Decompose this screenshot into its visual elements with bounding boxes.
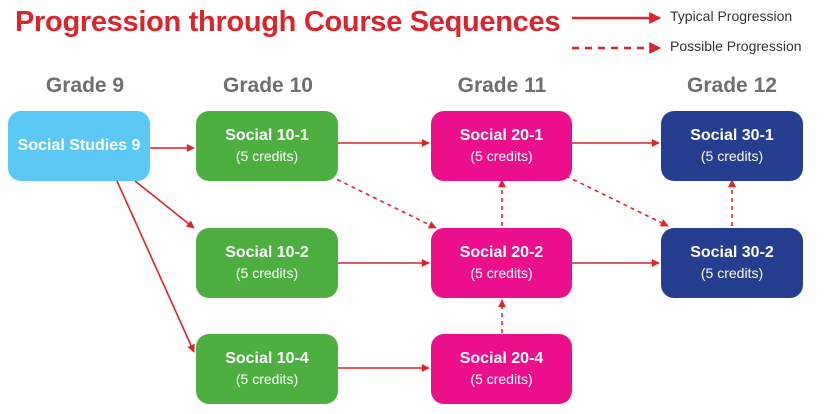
course-credits: (5 credits)	[235, 265, 299, 281]
course-box-social-20-4: Social 20-4 (5 credits)	[431, 334, 572, 404]
course-name: Social 20-1	[459, 127, 544, 144]
page-title: Progression through Course Sequences	[15, 6, 561, 38]
course-box-social-30-2: Social 30-2 (5 credits)	[661, 228, 803, 298]
arrow-ss9-to-s10-4	[116, 180, 195, 353]
dashed-arrow-s10-1-to-s20-2	[329, 175, 437, 229]
course-box-social-30-1: Social 30-1 (5 credits)	[661, 111, 803, 181]
course-name: Social 30-1	[690, 127, 774, 144]
course-credits: (5 credits)	[700, 148, 764, 164]
legend-typical-label: Typical Progression	[670, 8, 793, 24]
course-credits: (5 credits)	[470, 148, 533, 164]
grade-12-heading: Grade 12	[687, 74, 777, 97]
course-credits: (5 credits)	[700, 265, 764, 281]
legend-possible-label: Possible Progression	[670, 38, 802, 54]
course-credits: (5 credits)	[470, 371, 533, 387]
course-name: Social 10-2	[225, 244, 309, 261]
grade-11-heading: Grade 11	[457, 74, 547, 97]
course-credits: (5 credits)	[470, 265, 533, 281]
dashed-arrow-s20-1-to-s30-2	[565, 175, 669, 227]
course-box-social-20-2: Social 20-2 (5 credits)	[431, 228, 572, 298]
course-box-social-10-4: Social 10-4 (5 credits)	[196, 334, 338, 404]
grade-9-heading: Grade 9	[45, 74, 125, 97]
course-box-social-studies-9: Social Studies 9	[8, 111, 150, 181]
course-name: Social 20-4	[459, 350, 544, 367]
course-credits: (5 credits)	[235, 371, 299, 387]
course-name: Social Studies 9	[17, 137, 141, 154]
course-name: Social 10-4	[225, 350, 309, 367]
course-box-social-20-1: Social 20-1 (5 credits)	[431, 111, 572, 181]
course-box-social-10-1: Social 10-1 (5 credits)	[196, 111, 338, 181]
arrow-ss9-to-s10-2	[134, 180, 195, 229]
grade-10-heading: Grade 10	[223, 74, 313, 97]
course-name: Social 30-2	[690, 244, 774, 261]
course-box-social-10-2: Social 10-2 (5 credits)	[196, 228, 338, 298]
course-name: Social 10-1	[225, 127, 309, 144]
course-name: Social 20-2	[459, 244, 544, 261]
course-credits: (5 credits)	[235, 148, 299, 164]
